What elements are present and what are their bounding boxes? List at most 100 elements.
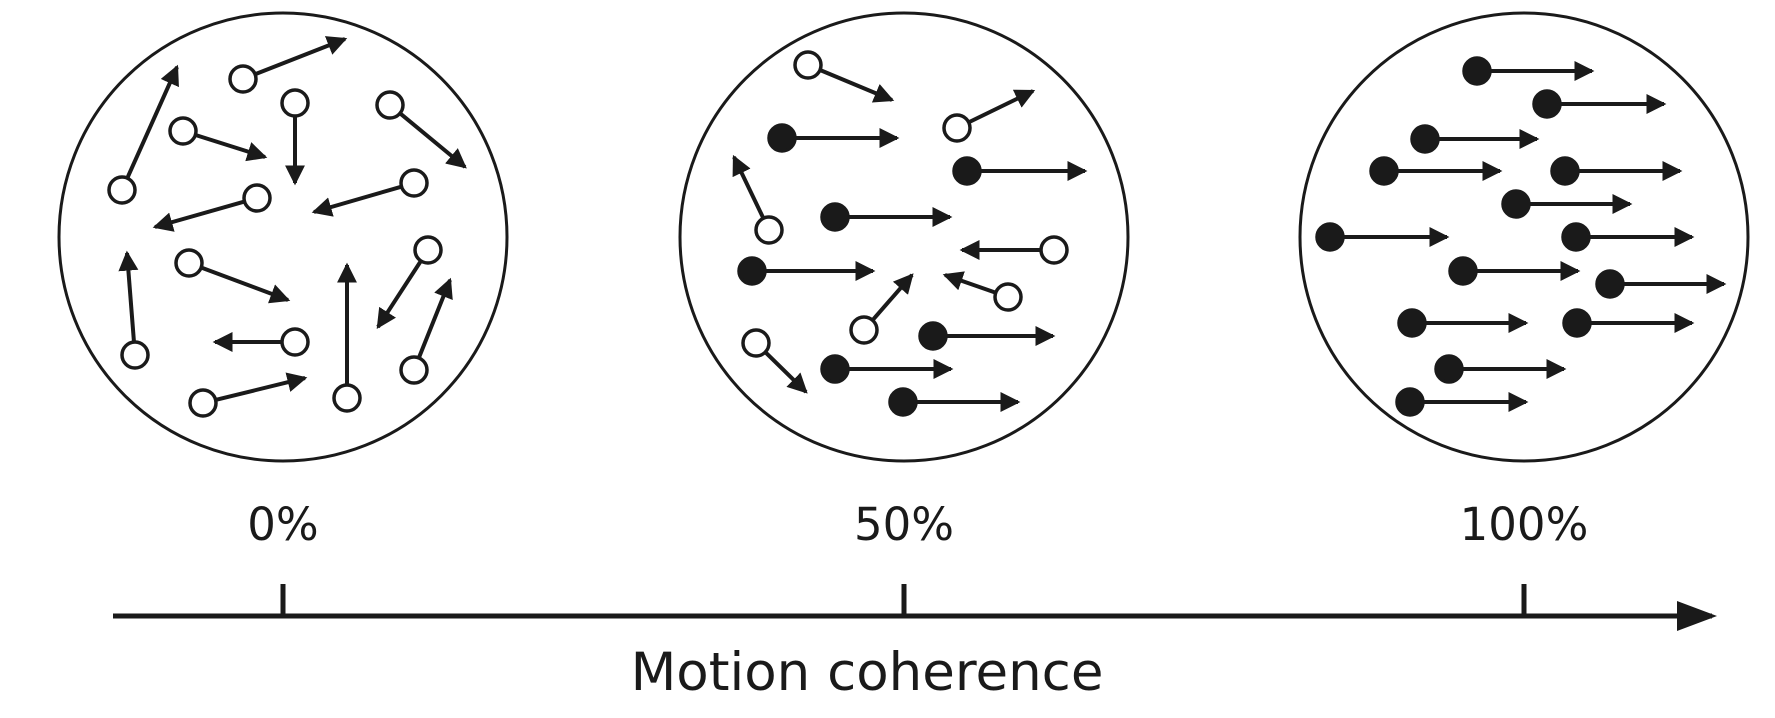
- coherent-dot: [1532, 89, 1667, 119]
- filled-dot: [1410, 124, 1440, 154]
- random-dot: [188, 372, 308, 418]
- motion-arrow: [417, 277, 453, 358]
- random-dot: [849, 273, 914, 345]
- open-dot: [793, 50, 823, 80]
- motion-arrow: [399, 112, 467, 169]
- coherent-dot: [1315, 222, 1450, 252]
- motion-arrow: [195, 133, 268, 162]
- open-dot: [280, 327, 310, 357]
- tick-label-100: 100%: [1459, 498, 1589, 551]
- coherent-dot: [820, 354, 954, 384]
- aperture-circle: [678, 11, 1130, 463]
- open-dot: [942, 113, 972, 143]
- open-dot: [375, 90, 405, 120]
- filled-dot: [1561, 222, 1591, 252]
- filled-dot: [1434, 354, 1464, 384]
- motion-arrow: [942, 271, 996, 295]
- aperture-circle: [57, 11, 509, 463]
- coherent-dot: [1561, 222, 1695, 252]
- coherent-dot: [737, 256, 876, 286]
- motion-arrow: [764, 351, 808, 394]
- random-dot: [375, 90, 467, 169]
- open-dot: [228, 64, 258, 94]
- filled-dot: [1595, 269, 1625, 299]
- dot-group: [107, 36, 467, 418]
- coherent-dot: [1369, 156, 1503, 186]
- motion-arrow: [201, 266, 291, 304]
- filled-dot: [1315, 222, 1345, 252]
- coherent-dot: [1501, 189, 1633, 219]
- coherent-dot: [918, 321, 1056, 351]
- open-dot: [242, 183, 272, 213]
- open-dot: [168, 116, 198, 146]
- motion-arrow: [311, 184, 402, 217]
- random-dot: [376, 235, 443, 330]
- coherent-dot: [1562, 308, 1695, 338]
- random-dot: [228, 36, 348, 94]
- motion-arrow: [968, 89, 1036, 124]
- filled-dot: [737, 256, 767, 286]
- open-dot: [849, 315, 879, 345]
- coherence-axis: [113, 584, 1717, 631]
- coherent-dot: [767, 123, 900, 153]
- filled-dot: [888, 387, 918, 417]
- motion-arrow: [871, 273, 914, 321]
- random-dot: [942, 271, 1023, 312]
- motion-arrow: [820, 68, 895, 103]
- random-dot: [212, 327, 310, 357]
- random-dot: [332, 262, 362, 413]
- motion-arrow: [732, 154, 765, 219]
- tick-label-50: 50%: [853, 498, 955, 551]
- filled-dot: [767, 123, 797, 153]
- filled-dot: [1369, 156, 1399, 186]
- random-dot: [152, 183, 272, 232]
- random-dot: [280, 88, 310, 186]
- filled-dot: [918, 321, 948, 351]
- motion-arrow: [216, 372, 308, 402]
- coherent-dot: [1410, 124, 1540, 154]
- coherent-dot: [1448, 256, 1581, 286]
- open-dot: [280, 88, 310, 118]
- random-dot: [942, 89, 1036, 143]
- open-dot: [188, 388, 218, 418]
- axis-title: Motion coherence: [630, 642, 1104, 703]
- random-dot: [311, 168, 429, 217]
- open-dot: [332, 383, 362, 413]
- open-dot: [1039, 235, 1069, 265]
- filled-dot: [1448, 256, 1478, 286]
- random-dot: [741, 328, 808, 394]
- open-dot: [107, 175, 137, 205]
- random-dot: [118, 250, 150, 370]
- random-dot: [174, 248, 291, 304]
- aperture-circle: [1298, 11, 1750, 463]
- tick-label-0: 0%: [247, 498, 319, 551]
- dot-group: [732, 50, 1088, 417]
- coherent-dot: [1397, 308, 1529, 338]
- filled-dot: [1395, 387, 1425, 417]
- filled-dot: [1562, 308, 1592, 338]
- random-dot: [959, 235, 1069, 265]
- coherent-dot: [820, 202, 953, 232]
- random-dot: [168, 116, 268, 162]
- open-dot: [413, 235, 443, 265]
- panel-50-percent: [678, 11, 1130, 463]
- filled-dot: [1532, 89, 1562, 119]
- open-dot: [174, 248, 204, 278]
- random-dot: [793, 50, 895, 103]
- coherent-dot: [1434, 354, 1567, 384]
- motion-arrow: [118, 250, 139, 342]
- panel-0-percent: [57, 11, 509, 463]
- coherent-dot: [1595, 269, 1727, 299]
- filled-dot: [820, 202, 850, 232]
- open-dot: [399, 168, 429, 198]
- filled-dot: [1501, 189, 1531, 219]
- coherent-dot: [1462, 56, 1595, 86]
- open-dot: [741, 328, 771, 358]
- random-dot: [732, 154, 784, 245]
- open-dot: [993, 282, 1023, 312]
- coherent-dot: [1550, 156, 1683, 186]
- open-dot: [754, 215, 784, 245]
- motion-arrow: [376, 260, 423, 330]
- panel-100-percent: [1298, 11, 1750, 463]
